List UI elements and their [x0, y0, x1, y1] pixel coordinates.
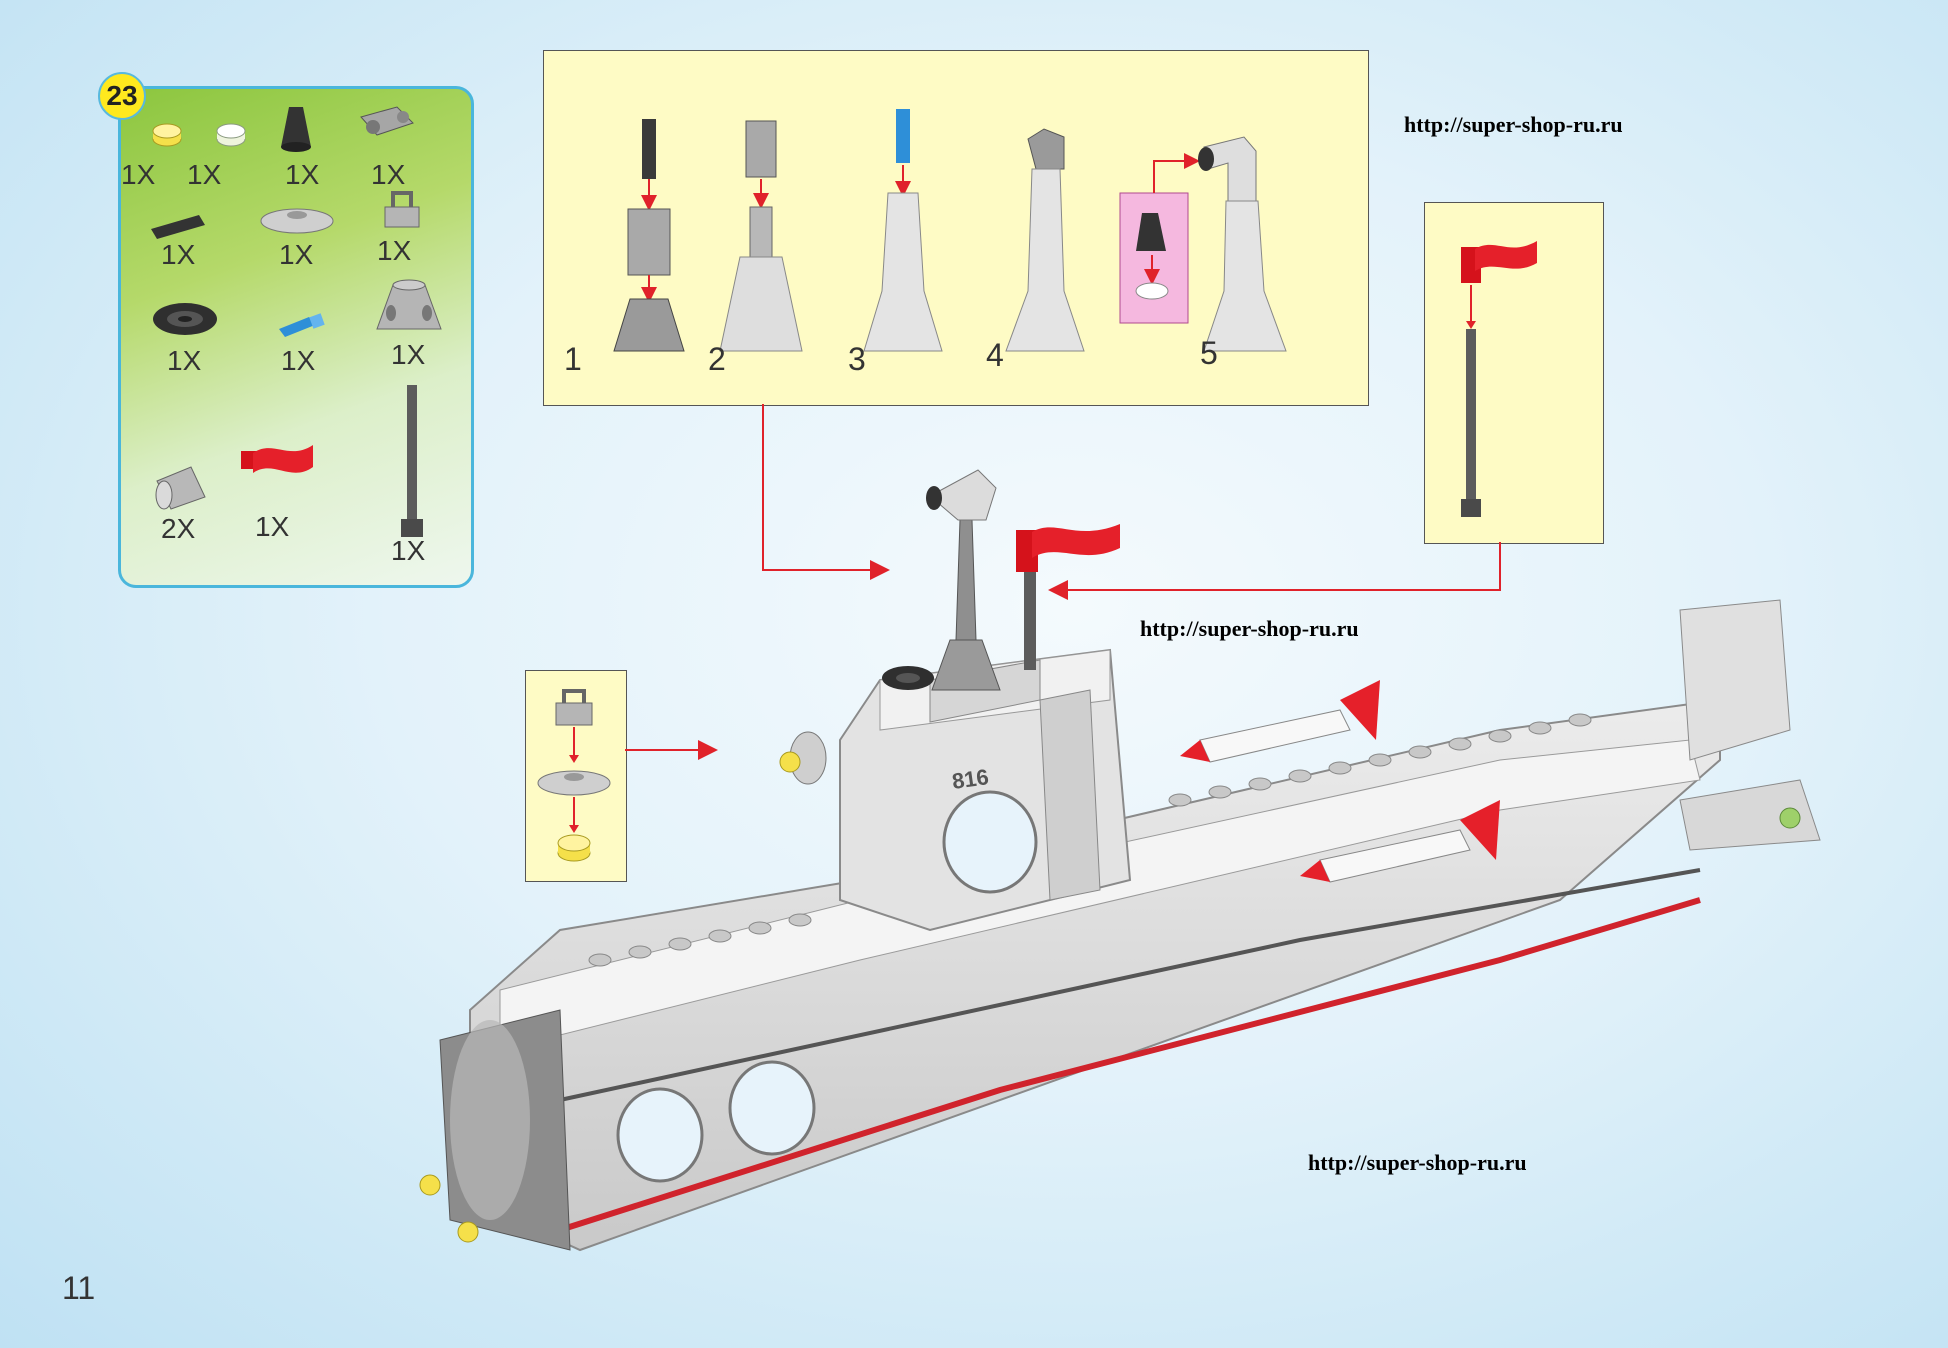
red-flag-icon — [241, 445, 313, 473]
wheel-assembly-illustration — [537, 689, 611, 862]
parts-list-panel: 1X 1X 1X 1X 1X 1X 1X 1X 1X 1X 2X 1X 1X — [118, 86, 474, 588]
periscope-connector-arrow — [762, 404, 890, 580]
black-wheel-icon — [153, 303, 217, 335]
substep-label: 4 — [986, 337, 1004, 373]
black-pin-icon — [151, 215, 205, 239]
step-number-badge: 23 — [98, 72, 146, 120]
gray-clip-plate-icon — [384, 191, 420, 228]
substep-2-figure — [719, 120, 803, 352]
watermark-url[interactable]: http://super-shop-ru.ru — [1404, 112, 1623, 137]
flag-assembly-callout — [1424, 202, 1604, 544]
substep-label: 1 — [564, 341, 582, 377]
part-qty: 1X — [377, 235, 412, 266]
conning-tower — [779, 648, 1132, 932]
mounted-flag — [1016, 524, 1120, 670]
part-qty: 1X — [391, 339, 426, 370]
flag-assembly-illustration — [1461, 241, 1537, 517]
clear-round-plate-icon — [216, 123, 246, 147]
flag-connector-arrow — [1048, 542, 1501, 600]
substep-label: 3 — [848, 341, 866, 377]
page-number: 11 — [62, 1270, 96, 1306]
hull-number-text: 816 — [950, 764, 990, 794]
part-qty: 1X — [121, 159, 156, 190]
substep-3-figure — [863, 109, 943, 352]
substep-1-figure — [613, 119, 685, 352]
substep-label: 5 — [1200, 335, 1218, 371]
gray-antenna-bar-icon — [401, 385, 423, 537]
part-qty: 1X — [281, 345, 316, 376]
wheel-assembly-callout — [525, 670, 627, 882]
yellow-round-plate-icon — [152, 123, 182, 147]
part-qty: 1X — [161, 239, 196, 270]
substep-label: 2 — [708, 341, 726, 377]
gray-tube-icon — [155, 466, 206, 510]
missile — [1300, 800, 1500, 883]
black-cone-icon — [281, 107, 311, 152]
gray-cone-base-icon — [376, 279, 442, 330]
substep-4-figure — [1005, 128, 1085, 352]
periscope-assembly-callout: 1 2 3 4 5 — [543, 50, 1369, 406]
gray-pin-connector-icon — [360, 106, 414, 136]
part-qty: 1X — [255, 511, 290, 542]
gray-dish-icon — [260, 208, 334, 234]
part-qty: 1X — [187, 159, 222, 190]
part-qty: 1X — [391, 535, 426, 566]
part-qty: 2X — [161, 513, 196, 544]
part-qty: 1X — [371, 159, 406, 190]
blue-axle-pin-icon — [279, 313, 325, 337]
watermark-url[interactable]: http://super-shop-ru.ru — [1308, 1150, 1527, 1175]
part-qty: 1X — [279, 239, 314, 270]
part-qty: 1X — [285, 159, 320, 190]
part-qty: 1X — [167, 345, 202, 376]
missile — [1180, 680, 1380, 763]
submarine-hull — [419, 599, 1821, 1252]
substep-5-figure — [1119, 136, 1287, 352]
watermark-url[interactable]: http://super-shop-ru.ru — [1140, 616, 1359, 641]
mounted-periscope — [926, 469, 1001, 691]
periscope-steps-illustration — [613, 109, 1287, 352]
parts-illustrations — [151, 106, 442, 537]
